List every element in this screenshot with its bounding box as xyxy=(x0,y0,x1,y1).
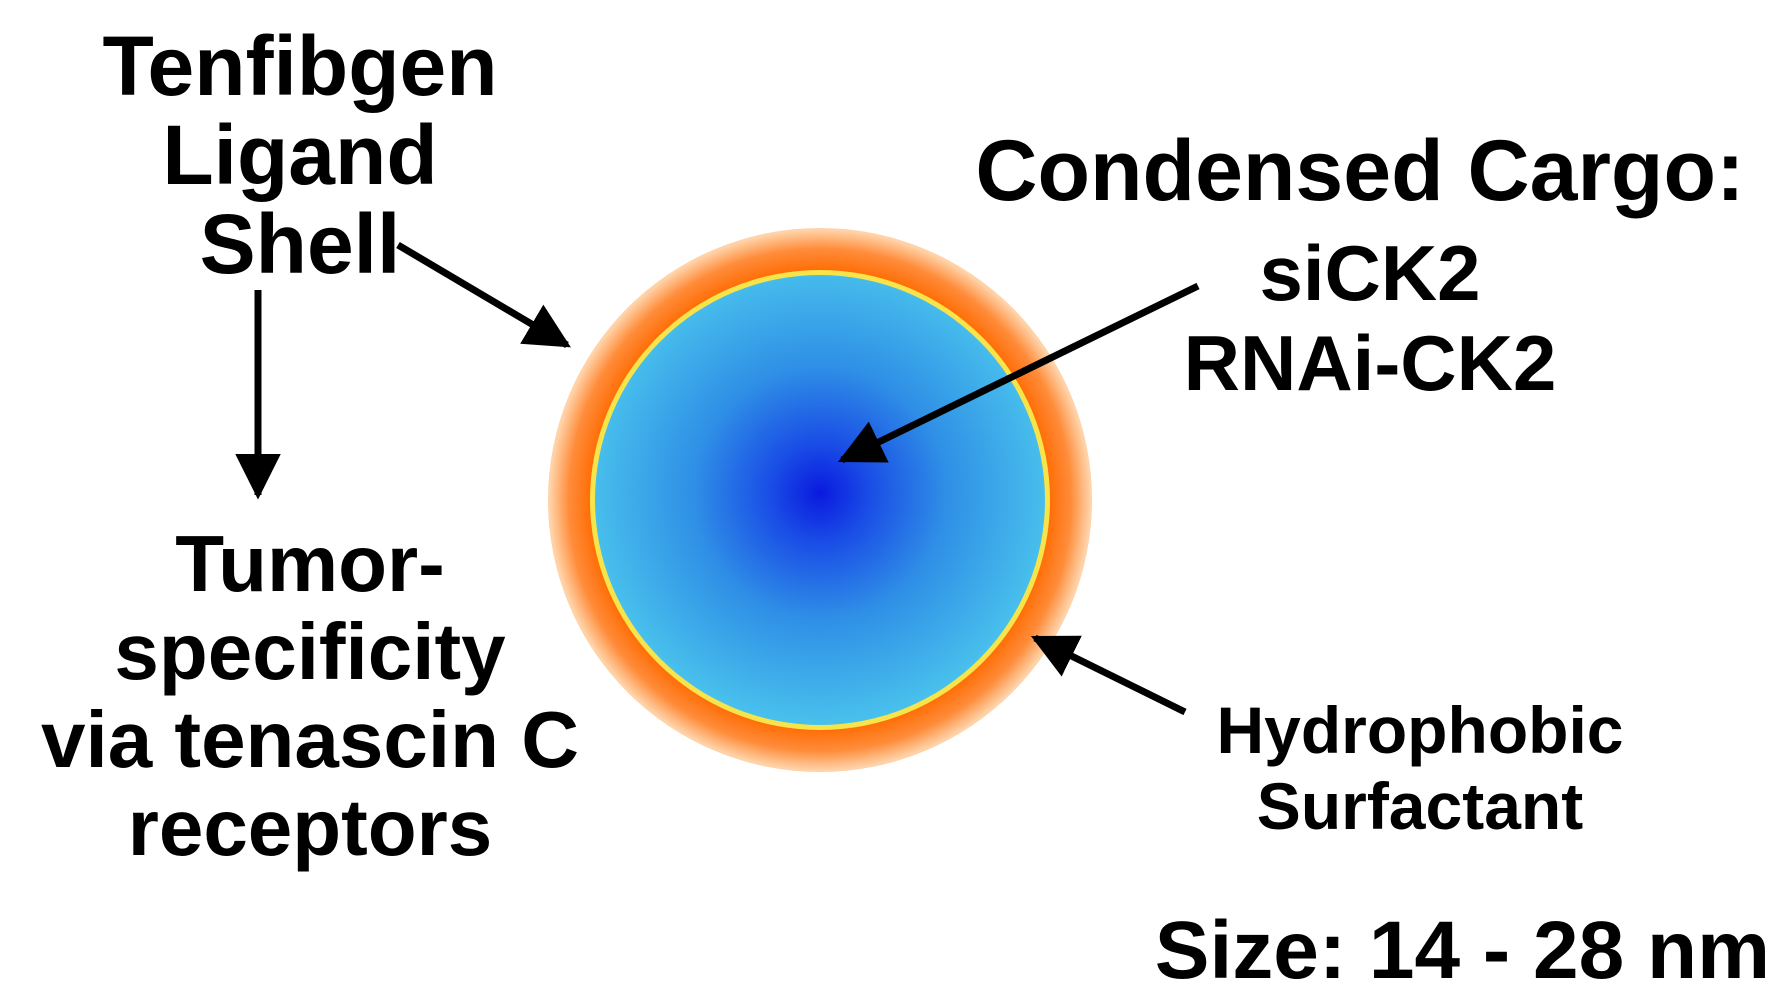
tumor-specificity-label-line: receptors xyxy=(127,783,493,872)
shell-to-particle-arrow xyxy=(396,241,571,349)
tumor-specificity-label-line: Tumor- xyxy=(175,519,445,608)
condensed-cargo-core xyxy=(595,275,1045,725)
condensed-cargo-title: Condensed Cargo: xyxy=(975,123,1745,219)
particle-size-label: Size: 14 - 28 nm xyxy=(1154,905,1770,996)
tumor-specificity-label-line: via tenascin C xyxy=(40,695,579,784)
hydrophobic-surfactant-label: Hydrophobic Surfactant xyxy=(1180,692,1660,844)
surfactant-to-ring-arrow xyxy=(1030,634,1187,716)
cargo-to-core-arrow xyxy=(837,282,1200,464)
hydrophobic-surfactant-label-line: Surfactant xyxy=(1256,769,1584,843)
tumor-specificity-label-line: specificity xyxy=(114,607,506,696)
cargo-name-line: RNAi-CK2 xyxy=(1183,319,1557,407)
ligand-shell-label-line: Ligand xyxy=(162,108,438,202)
hydrophobic-surfactant-label-line: Hydrophobic xyxy=(1216,693,1624,767)
ligand-shell-label-line: Tenfibgen xyxy=(102,19,498,113)
cargo-names: siCK2 RNAi-CK2 xyxy=(1130,228,1610,408)
ligand-shell-label: Tenfibgen Ligand Shell xyxy=(40,22,560,289)
tumor-specificity-label: Tumor- specificity via tenascin C recept… xyxy=(10,520,610,872)
cargo-name-line: siCK2 xyxy=(1259,229,1481,317)
ligand-shell-label-line: Shell xyxy=(199,197,401,291)
